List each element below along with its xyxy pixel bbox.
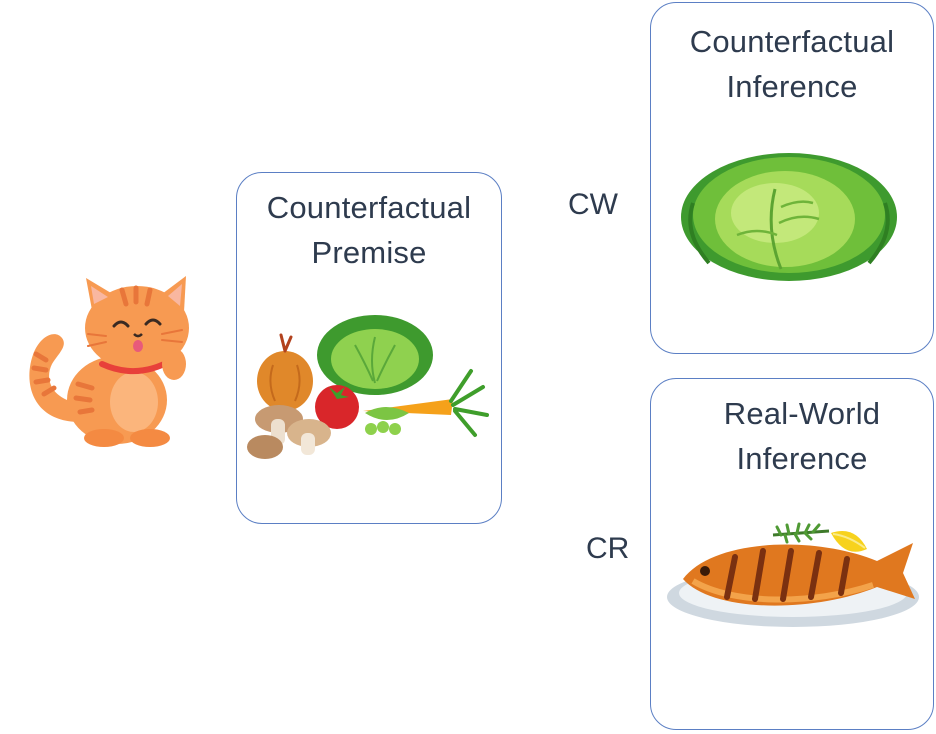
title-line-2: Premise — [311, 235, 427, 270]
vegetables-illustration — [247, 315, 489, 459]
real-world-inference-box: Real-World Inference — [650, 378, 934, 730]
cw-label: CW — [568, 188, 618, 221]
counterfactual-premise-title: Counterfactual Premise — [237, 185, 501, 275]
real-world-inference-title: Real-World Inference — [671, 391, 933, 481]
cabbage-illustration — [681, 153, 897, 281]
counterfactual-inference-title: Counterfactual Inference — [651, 19, 933, 109]
title-line-1: Counterfactual — [689, 24, 895, 59]
title-line-1: Counterfactual — [266, 190, 472, 225]
title-line-2: Inference — [736, 441, 868, 476]
grilled-fish-illustration — [667, 522, 919, 627]
cat-illustration — [29, 276, 189, 447]
counterfactual-inference-box: Counterfactual Inference — [650, 2, 934, 354]
title-line-1: Real-World — [723, 396, 881, 431]
counterfactual-premise-box: Counterfactual Premise — [236, 172, 502, 524]
cr-label: CR — [586, 532, 630, 565]
title-line-2: Inference — [726, 69, 858, 104]
